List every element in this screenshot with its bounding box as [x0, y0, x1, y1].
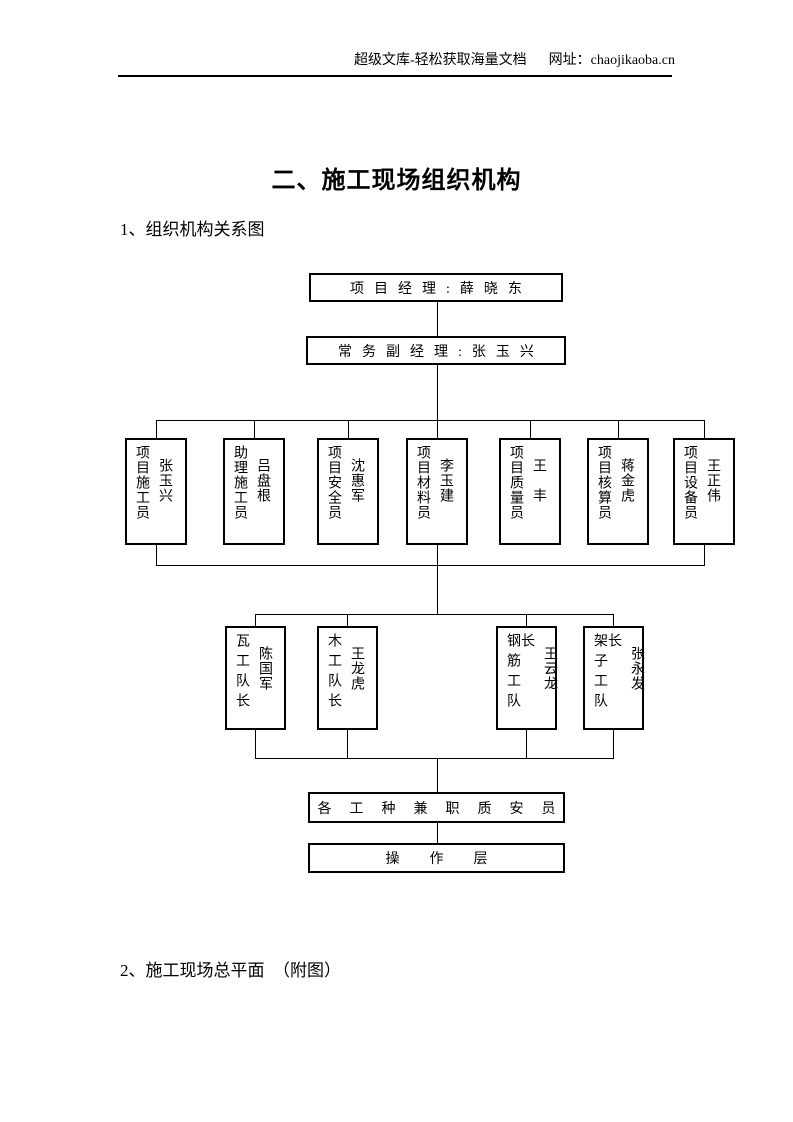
project-manager-label: 项目经理:薛晓东	[350, 281, 532, 297]
connector-line	[437, 365, 438, 420]
org-node-staff-accounting: 项目核算员 蒋金虎	[587, 438, 649, 545]
org-node-project-manager: 项目经理:薛晓东	[309, 273, 563, 302]
connector-line	[156, 545, 157, 565]
connector-line	[255, 758, 614, 759]
connector-line	[437, 823, 438, 843]
page-title: 二、施工现场组织机构	[271, 168, 522, 194]
connector-line	[437, 545, 438, 565]
role-label: 木工队长	[326, 633, 341, 713]
role-label: 项目安全员	[326, 445, 341, 520]
connector-line	[704, 420, 705, 438]
role-label: 项目质量员	[508, 445, 523, 520]
role-label: 钢筋工队长	[505, 633, 534, 713]
person-name: 陈国军	[257, 646, 272, 691]
header-rule	[118, 75, 672, 77]
connector-line	[613, 730, 614, 758]
org-node-operation-layer: 操作层	[308, 843, 565, 873]
org-node-staff-safety: 项目安全员 沈惠军	[317, 438, 379, 545]
connector-line	[437, 302, 438, 336]
org-node-team-mason: 瓦工队长 陈国军	[225, 626, 286, 730]
connector-line	[255, 614, 614, 615]
person-name: 吕盘根	[255, 458, 270, 503]
role-label: 项目材料员	[415, 445, 430, 520]
connector-line	[704, 545, 705, 565]
connector-line	[437, 565, 438, 614]
org-node-qa-staff: 各工种兼职质安员	[308, 792, 565, 823]
person-name: 王 丰	[531, 458, 546, 503]
role-label: 助理施工员	[232, 445, 247, 520]
person-name: 蒋金虎	[619, 458, 634, 503]
org-node-deputy-manager: 常务副经理:张玉兴	[306, 336, 566, 365]
connector-line	[437, 420, 438, 438]
role-label: 项目施工员	[134, 445, 149, 520]
deputy-manager-label: 常务副经理:张玉兴	[338, 344, 544, 360]
person-name: 王龙虎	[349, 646, 364, 691]
org-node-team-carpenter: 木工队长 王龙虎	[317, 626, 378, 730]
connector-line	[254, 420, 255, 438]
connector-line	[347, 614, 348, 626]
connector-line	[156, 565, 705, 566]
header-site-text: 超级文库-轻松获取海量文档	[353, 53, 527, 68]
role-label: 架子工队长	[592, 633, 621, 713]
org-node-staff-assistant: 助理施工员 吕盘根	[223, 438, 285, 545]
org-node-staff-material: 项目材料员 李玉建	[406, 438, 468, 545]
connector-line	[613, 614, 614, 626]
role-label: 项目设备员	[682, 445, 697, 520]
connector-line	[156, 420, 705, 421]
connector-line	[526, 614, 527, 626]
org-node-team-rebar: 钢筋工队长 王云龙	[496, 626, 557, 730]
connector-line	[348, 420, 349, 438]
connector-line	[530, 420, 531, 438]
org-node-staff-construction: 项目施工员 张玉兴	[125, 438, 187, 545]
person-name: 张玉兴	[157, 458, 172, 503]
operation-layer-label: 操作层	[385, 852, 518, 867]
section-2-label: 2、施工现场总平面 （附图）	[120, 961, 341, 980]
org-node-staff-quality: 项目质量员 王 丰	[499, 438, 561, 545]
page-header: 超级文库-轻松获取海量文档 网址：chaojikaoba.cn	[354, 49, 675, 69]
person-name: 王正伟	[705, 458, 720, 503]
connector-line	[618, 420, 619, 438]
connector-line	[255, 614, 256, 626]
section-1-label: 1、组织机构关系图	[120, 220, 265, 239]
person-name: 张永发	[629, 646, 644, 691]
person-name: 李玉建	[438, 458, 453, 503]
header-url-text: 网址：chaojikaoba.cn	[548, 53, 675, 68]
connector-line	[156, 420, 157, 438]
org-node-staff-equipment: 项目设备员 王正伟	[673, 438, 735, 545]
role-label: 瓦工队长	[234, 633, 249, 713]
connector-line	[255, 730, 256, 758]
connector-line	[526, 730, 527, 758]
org-node-team-scaffold: 架子工队长 张永发	[583, 626, 644, 730]
role-label: 项目核算员	[596, 445, 611, 520]
connector-line	[347, 730, 348, 758]
person-name: 沈惠军	[349, 458, 364, 503]
qa-staff-label: 各工种兼职质安员	[317, 801, 574, 817]
connector-line	[437, 758, 438, 792]
person-name: 王云龙	[542, 646, 557, 691]
